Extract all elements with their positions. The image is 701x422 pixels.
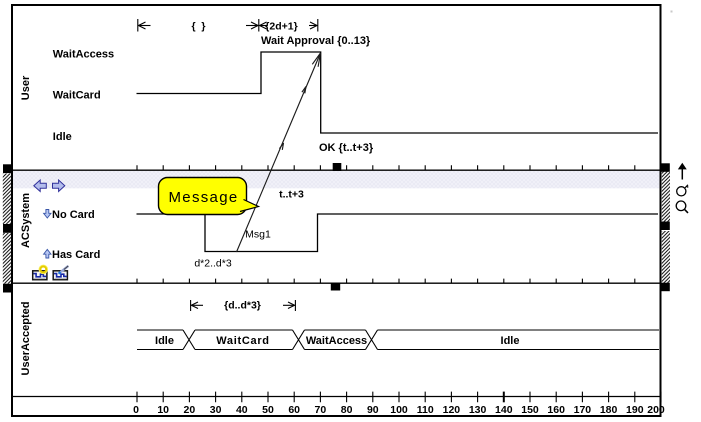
svg-text:100: 100 — [390, 404, 408, 416]
svg-text:120: 120 — [443, 404, 461, 416]
svg-text:40: 40 — [236, 404, 248, 416]
svg-text:{d..d*3}: {d..d*3} — [224, 300, 261, 312]
svg-text:{ }: { } — [191, 20, 205, 32]
svg-text:d*2..d*3: d*2..d*3 — [194, 258, 232, 270]
svg-text:WaitAccess: WaitAccess — [53, 48, 114, 60]
svg-text:20: 20 — [184, 404, 196, 416]
svg-text:Idle: Idle — [501, 335, 520, 347]
svg-text:140: 140 — [495, 404, 513, 416]
svg-text:OK {t..t+3}: OK {t..t+3} — [319, 142, 374, 154]
svg-text:150: 150 — [521, 404, 539, 416]
svg-text:70: 70 — [315, 404, 327, 416]
svg-text:90: 90 — [367, 404, 379, 416]
svg-text:190: 190 — [626, 404, 644, 416]
svg-text:Message: Message — [169, 189, 239, 206]
svg-text:80: 80 — [341, 404, 353, 416]
svg-text:30: 30 — [210, 404, 222, 416]
svg-text:UserAccepted: UserAccepted — [20, 302, 32, 376]
svg-text:No Card: No Card — [52, 209, 95, 221]
svg-text:60: 60 — [288, 404, 300, 416]
svg-text:WaitCard: WaitCard — [216, 335, 269, 347]
svg-text:200: 200 — [647, 404, 665, 416]
svg-text:WaitAccess: WaitAccess — [306, 335, 367, 347]
svg-text:Idle: Idle — [155, 335, 174, 347]
svg-text:Wait Approval {0..13}: Wait Approval {0..13} — [261, 35, 371, 47]
svg-text:50: 50 — [262, 404, 274, 416]
svg-text:110: 110 — [417, 404, 434, 416]
svg-text:Idle: Idle — [53, 131, 72, 143]
svg-text:Msg1: Msg1 — [245, 229, 271, 241]
svg-text:180: 180 — [600, 404, 618, 416]
svg-text:User: User — [20, 75, 32, 100]
svg-text:t..t+3: t..t+3 — [279, 189, 304, 201]
svg-text:170: 170 — [574, 404, 592, 416]
svg-text:WaitCard: WaitCard — [53, 90, 101, 102]
svg-text:Has Card: Has Card — [52, 249, 100, 261]
svg-text:130: 130 — [469, 404, 487, 416]
svg-text:160: 160 — [547, 404, 565, 416]
svg-text:{2d+1}: {2d+1} — [265, 20, 297, 32]
svg-text:ACSystem: ACSystem — [20, 193, 32, 248]
svg-text:10: 10 — [157, 404, 169, 416]
svg-text:0: 0 — [133, 404, 139, 416]
